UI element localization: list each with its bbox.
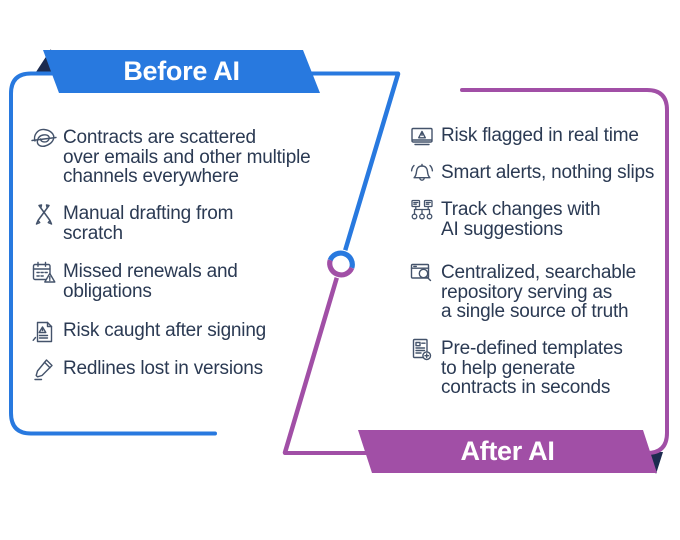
after-banner-shape [358,430,657,473]
diagonal-line-purple [282,274,340,455]
before-banner-title: Before AI [123,56,240,86]
center-circle-purple-arc [327,259,355,278]
track-changes-icon [408,197,436,225]
item-line: Smart alerts, nothing slips [441,162,655,183]
item-line: Redlines lost in versions [63,358,263,379]
center-circle-blue-arc [327,250,355,269]
item-line: channels everywhere [63,166,239,187]
diagonal-line-blue [342,71,401,254]
list-item: Risk flagged in real time [408,126,639,151]
calendar-warning-icon [30,259,58,287]
item-line: Pre-defined templates [441,338,623,359]
after-panel-border [283,88,669,455]
list-item: Contracts are scattered over emails and … [30,125,311,187]
before-panel-border [9,71,400,436]
list-item: Smart alerts, nothing slips [408,163,654,188]
redline-pen-icon [30,356,58,384]
item-line: over emails and other multiple [63,146,311,168]
item-line: scratch [63,222,123,244]
list-item: Redlines lost in versions [30,359,263,384]
before-banner-shape [43,50,320,93]
item-line: Missed renewals and [63,261,238,282]
bell-alert-icon [408,160,436,188]
item-line: to help generate [441,357,576,379]
list-item: Pre-defined templates to help generate c… [408,336,623,398]
item-line: AI suggestions [441,218,563,240]
item-line: Track changes with [441,199,601,220]
tangle-icon [30,125,58,153]
item-line: Manual drafting from [63,203,234,224]
item-line: obligations [63,280,152,302]
repository-search-icon [408,260,436,288]
item-line: Risk flagged in real time [441,125,639,146]
list-item: Centralized, searchable repository servi… [408,263,636,322]
item-line: a single source of truth [441,301,629,322]
list-item: Manual drafting from scratch [30,204,233,243]
item-line: Risk caught after signing [63,320,267,341]
item-line: Centralized, searchable [441,262,637,283]
after-banner-title: After AI [460,436,555,466]
item-line: Contracts are scattered [63,127,256,148]
item-line: repository serving as [441,281,613,303]
list-item: Track changes with AI suggestions [408,197,601,240]
list-item: Missed renewals and obligations [30,259,238,302]
list-item: Risk caught after signing [30,321,266,346]
item-line: contracts in seconds [441,377,611,398]
monitor-warning-icon [408,123,436,151]
template-generate-icon [408,336,436,364]
crossed-pencils-icon [30,201,58,229]
risk-document-icon [30,318,58,346]
